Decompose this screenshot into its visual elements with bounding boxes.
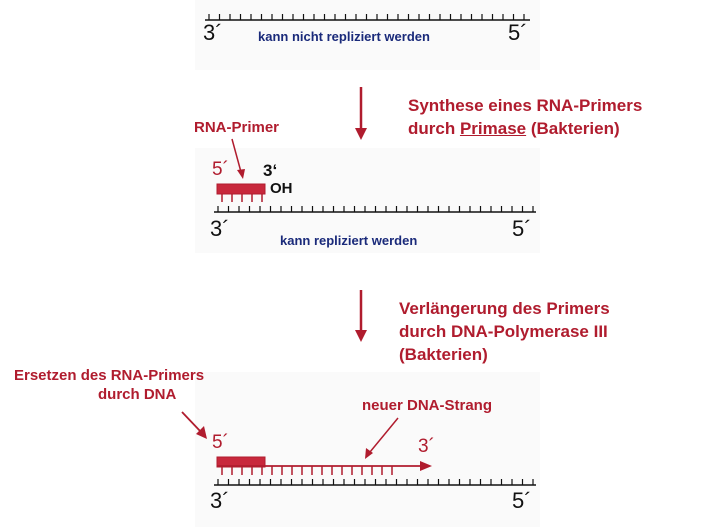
step2-line3: (Bakterien)	[399, 345, 488, 364]
template-3prime-label-1: 3´	[203, 20, 223, 45]
replace-primer-pointer	[181, 411, 207, 439]
step2-line2: durch DNA-Polymerase III	[399, 322, 608, 341]
template-3prime-label-2: 3´	[210, 216, 230, 241]
primer-5prime-label: 5´	[212, 159, 229, 180]
template-ticks-2	[214, 206, 536, 213]
template-5prime-label-1: 5´	[508, 20, 528, 45]
rna-primer-label: RNA-Primer	[194, 119, 280, 136]
replace-primer-line1: Ersetzen des RNA-Primers	[14, 367, 205, 384]
step1-line2: durch Primase (Bakterien)	[408, 119, 620, 138]
template-5prime-label-3: 5´	[512, 488, 532, 513]
caption-replicable: kann repliziert werden	[280, 233, 418, 248]
rna-primer-pointer	[231, 138, 245, 179]
process-arrow-2	[355, 290, 367, 342]
new-strand-5prime-label: 5´	[212, 432, 229, 453]
new-strand-3prime-label: 3´	[418, 436, 435, 457]
primase-term: Primase	[459, 119, 527, 138]
step1-line1: Synthese eines RNA-Primers	[408, 96, 643, 115]
replace-primer-line2: durch DNA	[98, 386, 177, 403]
oh-label: OH	[270, 180, 293, 197]
rna-primer-block	[216, 183, 266, 202]
template-strand-3	[214, 479, 536, 486]
template-strand-1	[205, 14, 530, 21]
step2-line1: Verlängerung des Primers	[399, 299, 610, 318]
panel-not-replicable	[195, 0, 540, 70]
template-strand-2	[214, 206, 536, 213]
template-ticks-3	[214, 479, 536, 486]
new-strand-label: neuer DNA-Strang	[362, 397, 493, 414]
template-5prime-label-2: 5´	[512, 216, 532, 241]
process-arrow-1	[355, 87, 367, 140]
template-ticks-1	[205, 14, 530, 21]
caption-not-replicable: kann nicht repliziert werden	[258, 29, 430, 44]
primer-3prime-label: 3‘	[263, 161, 278, 180]
template-3prime-label-3: 3´	[210, 488, 230, 513]
new-strand-pointer	[365, 417, 399, 459]
new-dna-strand	[216, 456, 432, 475]
